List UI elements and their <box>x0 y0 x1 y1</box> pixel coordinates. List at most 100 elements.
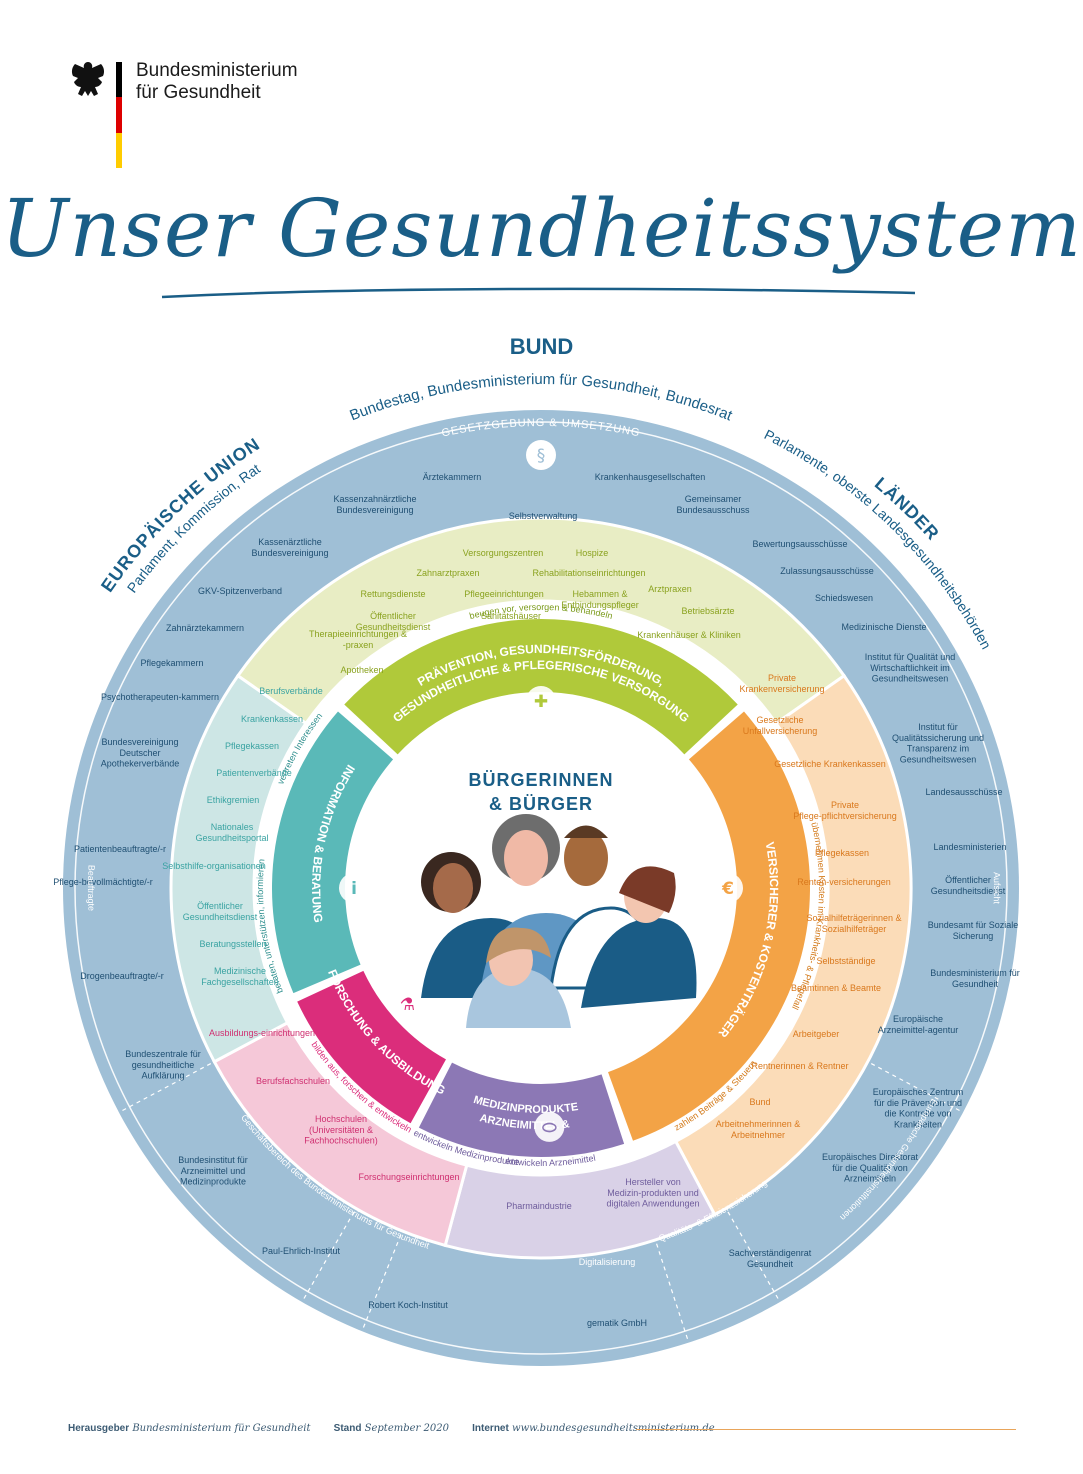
aufsicht-item: Landesministerien <box>933 842 1006 852</box>
person-body-far-right <box>581 918 697 1008</box>
info-icon-bg <box>339 873 369 903</box>
ministry-header: Bundesministerium für Gesundheit <box>60 58 360 168</box>
first-aid-kit-icon-bg <box>526 686 556 716</box>
citizens-illustration <box>421 814 697 1028</box>
outer-separator <box>362 1234 402 1330</box>
person-face-right <box>564 830 608 886</box>
aufsicht-label: Aufsicht <box>992 872 1002 905</box>
outer-item: Zahnärztekammern <box>166 623 244 633</box>
teal-segment <box>271 711 394 994</box>
outer-item: Ärztekammern <box>423 472 482 482</box>
orange-item: Selbstständige <box>816 956 875 966</box>
footer-internet[interactable]: www.bundesgesundheitsministerium.de <box>512 1423 715 1434</box>
pink-item: Forschungseinrichtungen <box>358 1172 459 1182</box>
beauftragte-label: Beauftragte <box>86 865 97 912</box>
pink-item: Ausbildungs-einrichtungen <box>209 1028 315 1038</box>
microscope-icon-bg <box>392 989 423 1020</box>
outer-item: Psychotherapeuten-kammern <box>101 692 219 702</box>
bmg-item: Robert Koch-Institut <box>368 1300 448 1310</box>
outer-item: Medizinische Dienste <box>841 622 926 632</box>
green-item: Krankenhäuser & Kliniken <box>637 630 741 640</box>
bmg-item: Paul-Ehrlich-Institut <box>262 1246 341 1256</box>
euro-icon-bg <box>713 873 743 903</box>
purple-segment <box>418 1062 625 1158</box>
green-item: Hospize <box>576 548 609 558</box>
orange-item: Renten-versicherungen <box>797 877 891 887</box>
outer-item: Zulassungsausschüsse <box>780 566 874 576</box>
ministry-line2: für Gesundheit <box>136 82 261 103</box>
green-item: Arztpraxen <box>648 584 692 594</box>
beauftragte-item: Patientenbeauftragte/-r <box>74 844 166 854</box>
ministry-line1: Bundesministerium <box>136 60 298 81</box>
person-face-left <box>433 863 473 913</box>
green-item: Therapieeinrichtungen &-praxen <box>309 629 407 650</box>
outer-separator <box>120 1063 212 1112</box>
outer-item: Bewertungsausschüsse <box>752 539 847 549</box>
info-icon: i <box>351 879 357 899</box>
teal-item: Patientenverbände <box>216 768 292 778</box>
bund-title: BUND <box>509 334 574 359</box>
footer-internet-label: Internet <box>472 1423 509 1434</box>
footer-date: September 2020 <box>364 1423 449 1434</box>
outer-separator <box>656 1243 689 1341</box>
euro-icon: € <box>721 879 734 899</box>
beauftragte-item: Pflege-bevollmächtigte/-r <box>53 877 153 887</box>
green-item: Sanitätshäuser <box>481 611 541 621</box>
green-item: Versorgungszentren <box>463 548 544 558</box>
footer-publisher: Bundesministerium für Gesundheit <box>132 1423 311 1434</box>
person-hair-child <box>486 927 551 963</box>
gematik-label: gematik GmbH <box>587 1318 647 1328</box>
person-hair-far-right <box>619 866 676 913</box>
green-item: Apotheken <box>340 665 383 675</box>
teal-item: Berufsverbände <box>259 686 323 696</box>
title-underline <box>161 287 916 299</box>
green-item: Rettungsdienste <box>360 589 425 599</box>
outer-item: Krankenhausgesellschaften <box>595 472 706 482</box>
green-item: Hebammen &Entbindungspfleger <box>561 589 639 610</box>
digitalisierung-label: Digitalisierung <box>579 1257 636 1267</box>
outer-separator <box>727 1211 780 1301</box>
center-title: BÜRGERINNEN& BÜRGER <box>468 770 613 814</box>
beauftragte-item: Drogenbeauftragte/-r <box>80 971 164 981</box>
teal-item: Ethikgremien <box>207 795 260 805</box>
outer-separator <box>302 1211 355 1301</box>
footer: Herausgeber Bundesministerium für Gesund… <box>68 1423 735 1434</box>
person-hair-right <box>564 825 608 838</box>
teal-item: Selbsthilfe-organisationen <box>162 861 266 871</box>
orange-item: Pflegekassen <box>815 848 869 858</box>
outer-item: Schiedswesen <box>815 593 873 603</box>
green-item: Pflegeeinrichtungen <box>464 589 544 599</box>
pink-item: Hochschulen(Universitäten &Fachhochschul… <box>304 1114 378 1146</box>
pink-segment <box>297 970 446 1124</box>
pill-icon-bg <box>534 1111 565 1142</box>
orange-item: Arbeitnehmerinnen &Arbeitnehmer <box>716 1119 801 1140</box>
outer-item: Landesausschüsse <box>925 787 1002 797</box>
pink-item: Berufsfachschulen <box>256 1076 330 1086</box>
orange-item: Arbeitgeber <box>793 1029 840 1039</box>
outer-item: Selbstverwaltung <box>509 511 578 521</box>
orange-segment <box>608 711 811 1141</box>
green-item: Zahnarztpraxen <box>416 568 479 578</box>
first-aid-kit-icon: ✚ <box>534 692 548 712</box>
